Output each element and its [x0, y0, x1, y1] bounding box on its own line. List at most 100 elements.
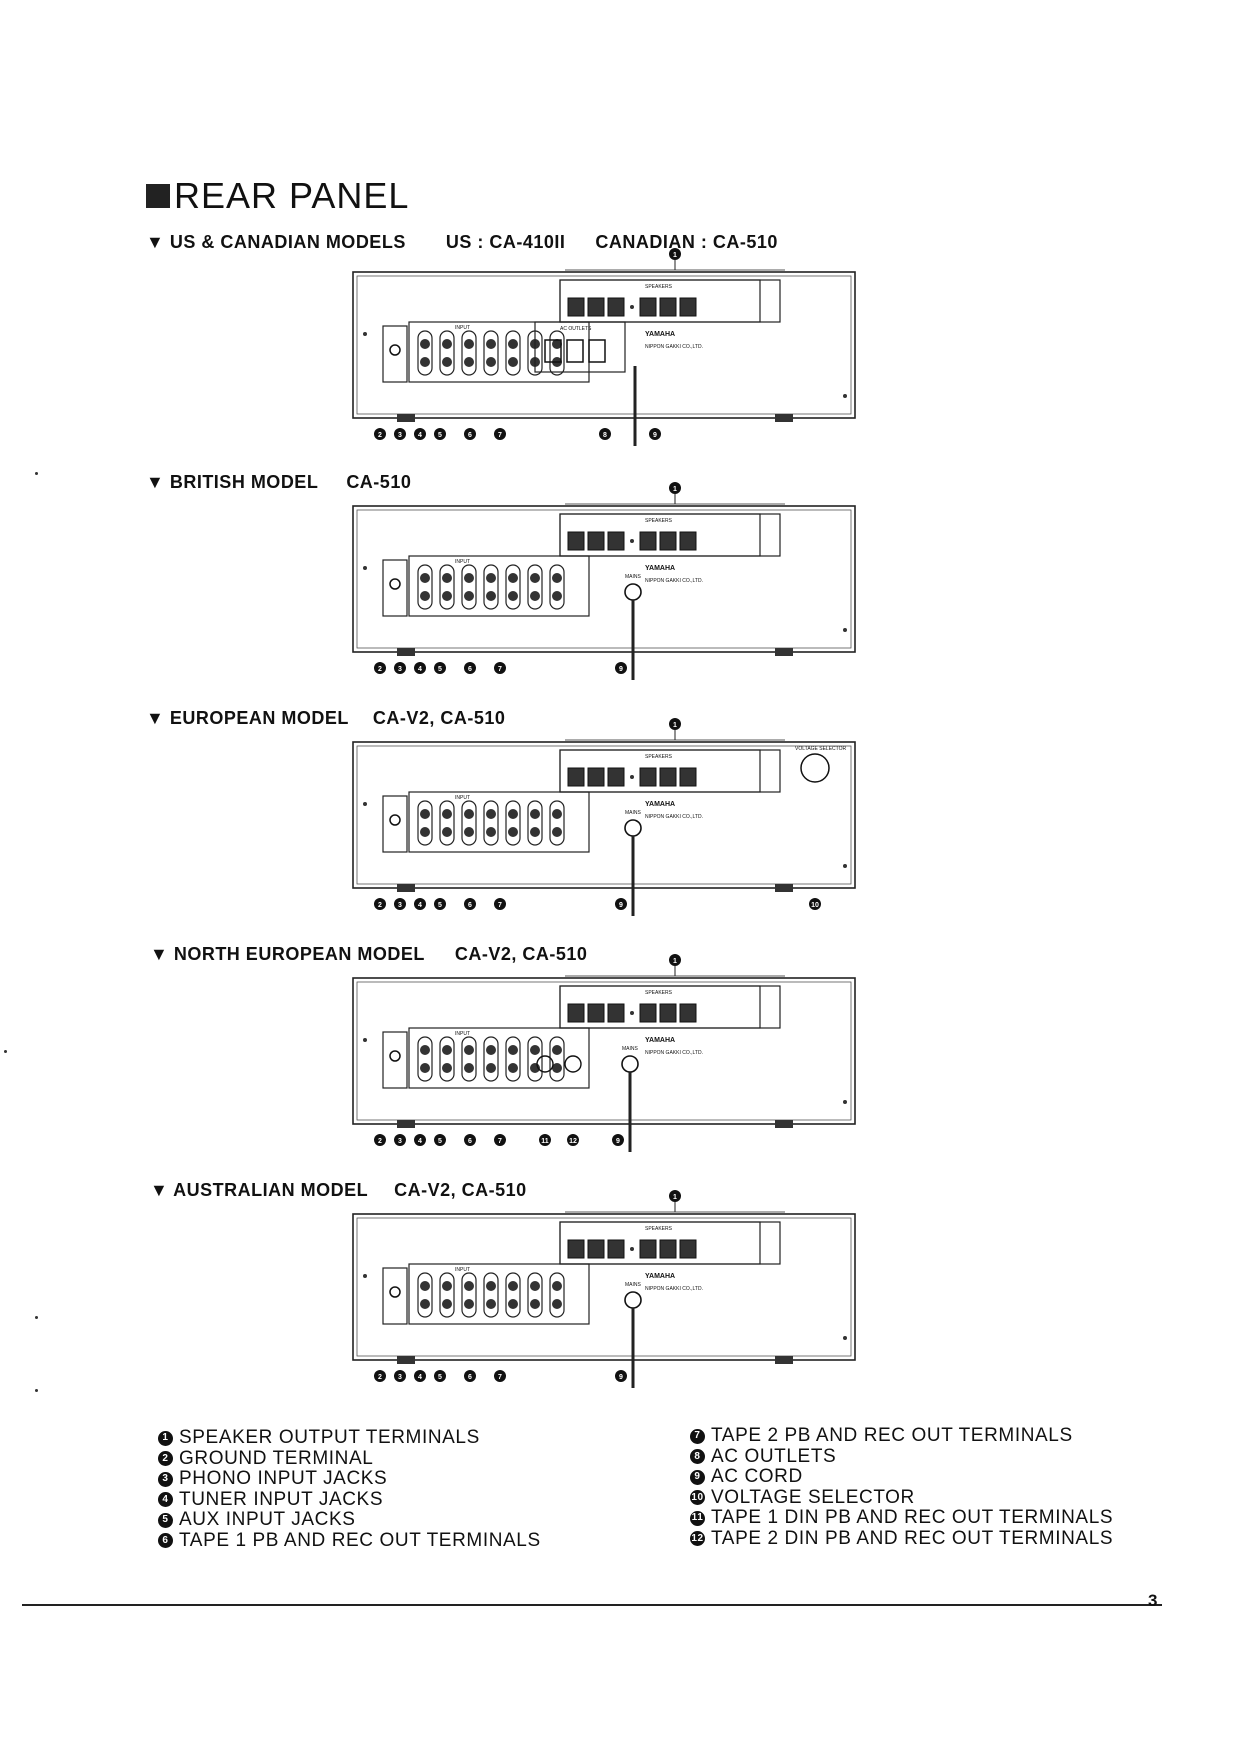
chassis-outline: [352, 1213, 856, 1361]
brand-label: YAMAHA: [645, 331, 675, 338]
rca-jack-icon: [486, 1045, 496, 1055]
callout-number-label: 7: [498, 1138, 502, 1145]
rca-jack-icon: [486, 1063, 496, 1073]
jack-pair-frame: [461, 800, 477, 846]
legend-item-text: SPEAKER OUTPUT TERMINALS: [179, 1427, 480, 1448]
jack-pair-frame: [439, 800, 455, 846]
callout-4-icon: [414, 898, 426, 910]
callout-number-label: 4: [418, 1138, 422, 1145]
rca-jack-icon: [552, 1045, 562, 1055]
callout-number-label: 6: [468, 432, 472, 439]
callout-3-icon: [394, 898, 406, 910]
callout-3-icon: [394, 428, 406, 440]
chassis-foot: [775, 1120, 793, 1128]
callout-number-label: 5: [438, 432, 442, 439]
callout-1-icon: [669, 1190, 681, 1202]
mains-label: MAINS: [625, 1282, 642, 1288]
rca-jack-icon: [508, 1281, 518, 1291]
footer-rule: [22, 1604, 1162, 1606]
rca-jack-icon: [464, 1281, 474, 1291]
callout-number-icon: 4: [158, 1492, 173, 1508]
callout-12-icon: [567, 1134, 579, 1146]
rca-jack-icon: [442, 357, 452, 367]
jack-pair-frame: [439, 330, 455, 376]
screw-icon: [843, 1336, 847, 1340]
ground-terminal-plate: [382, 795, 408, 853]
callout-5-icon: [434, 1134, 446, 1146]
speaker-terminal-icon: [567, 1003, 585, 1023]
screw-icon: [630, 1011, 634, 1015]
rca-jack-icon: [420, 591, 430, 601]
rca-jack-icon: [464, 357, 474, 367]
speaker-frame: [559, 985, 781, 1029]
rca-jack-icon: [552, 591, 562, 601]
model-heading-label: ▼ NORTH EUROPEAN MODEL: [150, 944, 425, 964]
callout-number-label: 6: [468, 902, 472, 909]
screw-icon: [843, 864, 847, 868]
callout-9-icon: [649, 428, 661, 440]
jack-pair-frame: [439, 564, 455, 610]
mains-label: MAINS: [622, 1046, 639, 1052]
rca-jack-icon: [442, 591, 452, 601]
legend-item-text: TAPE 1 DIN PB AND REC OUT TERMINALS: [711, 1507, 1114, 1528]
ground-terminal-icon: [389, 344, 401, 356]
callout-4-icon: [414, 1370, 426, 1382]
speaker-terminal-icon: [679, 1003, 697, 1023]
jack-pair-frame: [549, 1036, 565, 1082]
callout-number-label: 3: [398, 666, 402, 673]
input-label: INPUT: [455, 1267, 470, 1273]
callout-7-icon: [494, 428, 506, 440]
maker-label: NIPPON GAKKI CO.,LTD.: [645, 344, 703, 350]
screw-icon: [630, 775, 634, 779]
rca-jack-icon: [464, 573, 474, 583]
speakers-label: SPEAKERS: [645, 284, 673, 290]
callout-9-icon: [615, 1370, 627, 1382]
callout-number-label: 9: [616, 1138, 620, 1145]
callout-number-icon: 10: [690, 1490, 705, 1506]
jack-pair-frame: [483, 800, 499, 846]
callout-number-label: 6: [468, 666, 472, 673]
callout-11-icon: [539, 1134, 551, 1146]
jack-pair-frame: [527, 1036, 543, 1082]
model-subtitle-canadian: CANADIAN : CA-510: [595, 232, 778, 252]
speaker-terminal-icon: [679, 1239, 697, 1259]
rca-jack-icon: [486, 591, 496, 601]
brand-label: YAMAHA: [645, 565, 675, 572]
jack-pair-frame: [461, 564, 477, 610]
model-heading-label: ▼ AUSTRALIAN MODEL: [150, 1180, 369, 1200]
callout-number-icon: 9: [690, 1469, 705, 1485]
callout-number-label: 2: [378, 902, 382, 909]
callout-number-label: 1: [673, 722, 677, 729]
rca-jack-icon: [420, 339, 430, 349]
chassis-inner: [356, 981, 852, 1121]
screw-icon: [843, 394, 847, 398]
speaker-terminal-icon: [607, 767, 625, 787]
callout-8-icon: [599, 428, 611, 440]
callout-1-icon: [669, 248, 681, 260]
rca-jack-icon: [486, 1299, 496, 1309]
ground-terminal-plate: [382, 1267, 408, 1325]
rca-jack-icon: [552, 827, 562, 837]
rca-jack-icon: [442, 1299, 452, 1309]
callout-4-icon: [414, 1134, 426, 1146]
model-subtitle: CA-510: [346, 472, 412, 492]
callout-number-icon: 3: [158, 1471, 173, 1487]
title-square-icon: [146, 184, 170, 208]
callout-number-label: 1: [673, 958, 677, 965]
speaker-terminal-icon: [639, 1239, 657, 1259]
callout-number-label: 5: [438, 666, 442, 673]
screw-icon: [843, 1100, 847, 1104]
callout-number-label: 2: [378, 1374, 382, 1381]
rca-jack-icon: [552, 809, 562, 819]
rca-jack-icon: [464, 1045, 474, 1055]
jack-pair-frame: [505, 564, 521, 610]
rca-jack-icon: [552, 339, 562, 349]
chassis-inner: [356, 509, 852, 649]
